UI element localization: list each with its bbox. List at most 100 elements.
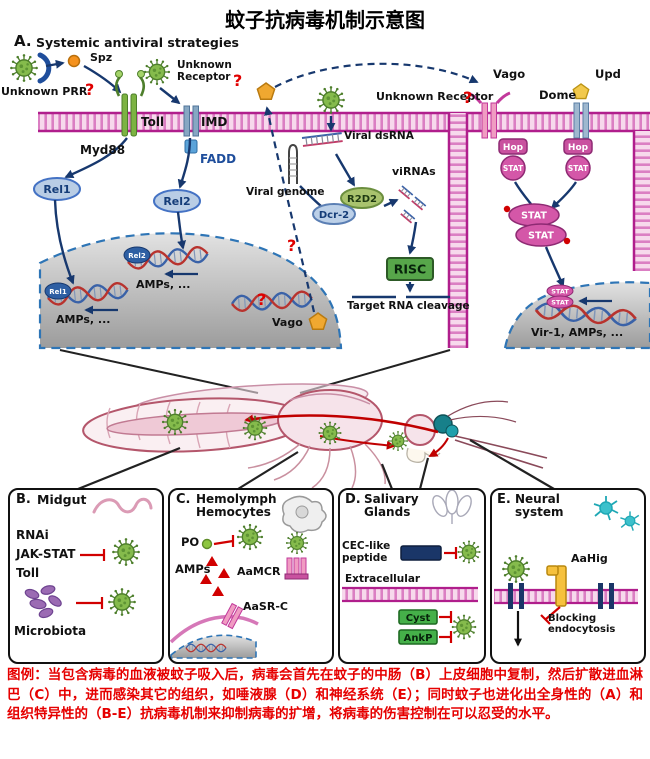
svg-text:Rel2: Rel2 [163,195,190,208]
neuron-icon [619,510,641,532]
inhibition-line [540,606,561,625]
panel-d-title: Salivary Glands [364,492,419,520]
stat-protein [500,155,526,181]
panel-e-title: Neural system [515,492,564,520]
sirna-fragment [397,185,414,200]
dcr2-protein [312,203,356,225]
svg-text:STAT: STAT [521,211,547,222]
cell-membrane-vertical-mid [447,113,469,348]
phosphate-dot [563,237,571,245]
blocking-endocytosis-label: Blocking endocytosis [548,613,616,636]
virus-icon [107,587,137,617]
virnas-label: viRNAs [392,165,436,178]
salivary-gland-icon [432,489,472,524]
spz-label: Spz [90,51,113,64]
svg-text:Rel1: Rel1 [43,183,70,196]
cyst-box [398,609,438,625]
viral-dsrna-label: Viral dsRNA [344,130,414,142]
rel1-protein [33,177,81,201]
svg-text:AnkP: AnkP [404,633,433,644]
virus-icon [501,554,531,584]
cell-membrane-vertical-right [632,131,650,271]
panel-c-title: Hemolymph Hemocytes [196,492,277,520]
dome-receptor [573,102,589,139]
svg-text:STAT: STAT [551,288,569,296]
amps-label: AMPs, ... [136,278,191,291]
svg-text:RISC: RISC [394,262,426,277]
extracellular-label: Extracellular [345,573,421,585]
aasrc-receptor [221,602,244,630]
nucleus-left [38,232,343,350]
amps-label: AMPs, ... [56,313,111,326]
panel-b-label: B. [16,492,31,507]
question-mark: ? [233,71,243,90]
sirna-fragment [410,196,427,211]
virus-icon [456,539,482,565]
prr-crescent [37,52,52,84]
inhibition-line [213,535,235,547]
svg-text:Rel2: Rel2 [128,252,146,260]
svg-text:STAT: STAT [503,164,524,173]
rel2-protein [153,189,201,213]
vir1-amps-label: Vir-1, AMPs, ... [531,326,624,339]
panel-d-label: D. [345,492,361,507]
risc-complex [386,257,434,281]
viral-genome-hairpin [288,143,298,184]
po-label: PO [181,535,200,549]
toll-label: Toll [141,115,165,129]
question-mark: ? [257,290,267,309]
panel-a-heading: Systemic antiviral strategies [36,35,239,50]
ankp-box [398,629,438,645]
hemocyte-nucleus [170,634,257,659]
unknown-receptor-left-label: Unknown Receptor [177,59,232,83]
virus-icon [9,53,39,83]
question-mark: ? [463,88,473,107]
aasrc-label: AaSR-C [243,600,288,613]
figure-title: 蚊子抗病毒机制示意图 [225,8,425,32]
imd-receptor [183,105,199,154]
virus-icon [451,614,477,640]
spz-ligand [67,54,81,68]
panel-b-title: Midgut [37,492,87,507]
stat-on-dna [546,295,574,309]
virus-icon [236,523,264,551]
virus-icon [285,531,309,555]
salivary-gland-shape [406,447,441,463]
unknown-receptor-right-label: Unknown Receptor [376,90,494,103]
aahig-label: AaHig [571,552,608,565]
question-mark: ? [85,80,95,99]
po-molecule [201,538,213,550]
aamcr-label: AaMCR [237,565,281,578]
vago-label: Vago [272,316,303,329]
inhibition-line [444,547,458,559]
myd88-label: Myd88 [80,143,126,157]
question-mark: ? [287,236,297,255]
upd-label: Upd [595,67,621,81]
imd-label: IMD [201,115,228,129]
r2d2-protein [340,187,384,209]
fadd-label: FADD [200,152,237,166]
toll-receptor [114,70,146,137]
mosquito-legs [247,443,386,489]
aamcr-receptor [284,557,309,580]
svg-text:Dcr-2: Dcr-2 [319,210,349,221]
vago-receptor [467,91,511,139]
viral-genome-label: Viral genome [246,186,325,198]
panel-e-label: E. [497,492,511,507]
midgut-icon [92,497,153,514]
panel-pointer-lines [77,439,555,491]
viral-dsrna-duplex [301,132,344,147]
panel-a-label: A. [14,32,32,50]
virus-icon [143,58,171,86]
rnai-label: RNAi [16,528,49,542]
sirna-fragment [399,209,416,224]
phosphate-dot [503,205,511,213]
svg-text:STAT: STAT [568,164,589,173]
microbiota-label: Microbiota [14,624,87,638]
target-rna-cleavage-label: Target RNA cleavage [347,300,470,312]
virus-receptor [508,583,614,609]
cell-membrane-top [38,111,650,133]
inhibition-line [76,597,104,609]
